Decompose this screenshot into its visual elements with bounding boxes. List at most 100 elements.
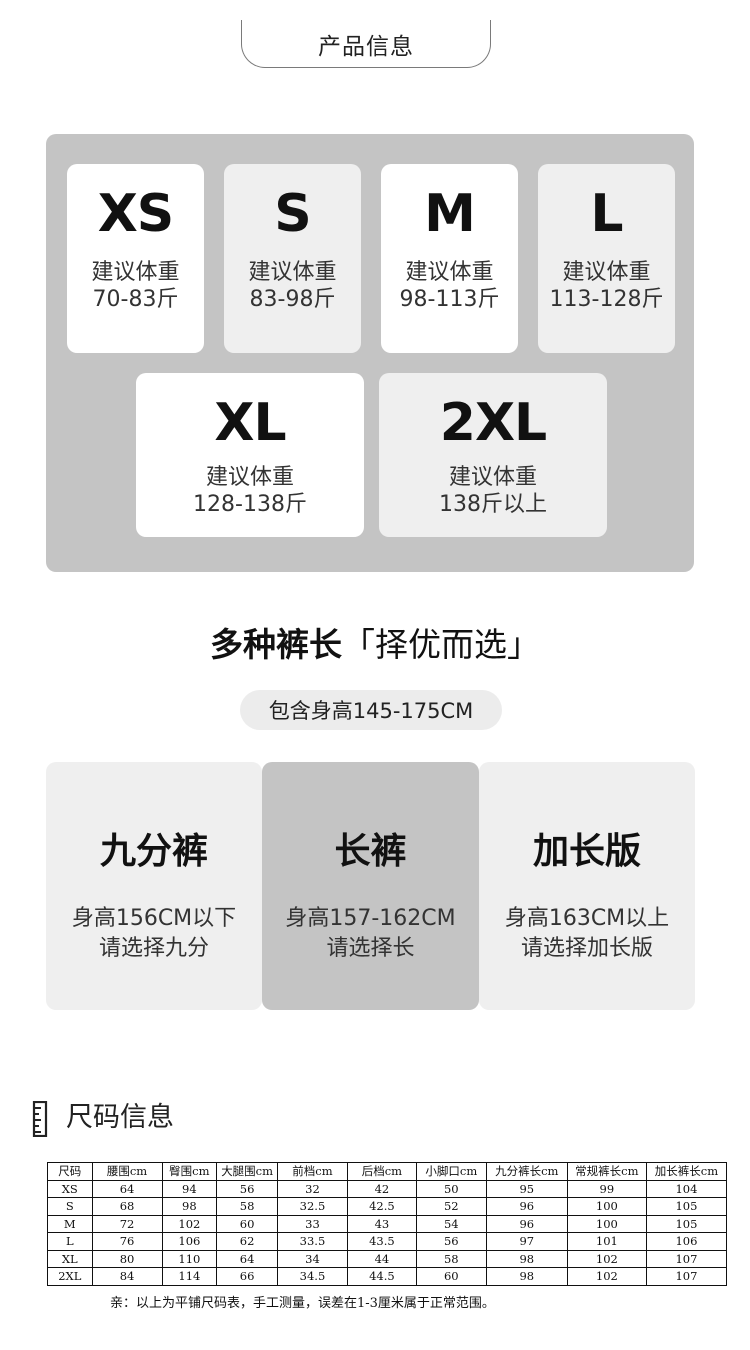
table-cell: 56 — [216, 1179, 279, 1198]
size-code: XS — [97, 184, 175, 244]
table-cell: 105 — [645, 1197, 728, 1216]
table-header-cell: 前档cm — [277, 1162, 348, 1181]
size-card-s: S 建议体重 83-98斤 — [224, 164, 361, 353]
size-recommendation-panel: XS 建议体重 70-83斤 S 建议体重 83-98斤 M 建议体重 98-1… — [46, 134, 694, 572]
table-cell: 100 — [566, 1214, 647, 1233]
table-cell: 60 — [415, 1267, 487, 1286]
table-cell: 43 — [346, 1214, 417, 1233]
size-code: S — [274, 184, 311, 244]
table-row: L 76 106 62 33.5 43.5 56 97 101 106 — [47, 1232, 728, 1251]
table-cell: 96 — [485, 1214, 568, 1233]
section-header-title: 产品信息 — [318, 33, 414, 60]
length-name: 九分裤 — [99, 831, 208, 872]
size-card-2xl: 2XL 建议体重 138斤以上 — [379, 373, 607, 537]
table-cell: 32 — [277, 1179, 348, 1198]
table-cell: 72 — [91, 1214, 163, 1233]
length-height: 身高163CM以上 — [504, 906, 670, 931]
table-cell: 106 — [645, 1232, 728, 1251]
weight-range: 138斤以上 — [439, 492, 547, 518]
weight-label: 建议体重 — [448, 465, 537, 490]
table-cell: 105 — [645, 1214, 728, 1233]
table-cell: 50 — [415, 1179, 487, 1198]
weight-range: 128-138斤 — [193, 492, 307, 518]
table-row: 2XL 84 114 66 34.5 44.5 60 98 102 107 — [47, 1267, 728, 1286]
table-cell: 102 — [566, 1267, 647, 1286]
table-cell: 102 — [566, 1249, 647, 1268]
length-advice: 请选择长 — [326, 935, 415, 961]
size-code: 2XL — [439, 393, 547, 453]
weight-range: 70-83斤 — [92, 287, 179, 313]
table-header-cell: 常规裤长cm — [566, 1162, 647, 1181]
table-cell: 98 — [161, 1197, 218, 1216]
table-cell: 2XL — [47, 1267, 93, 1286]
weight-range: 98-113斤 — [399, 287, 500, 313]
section-header-product-info: 产品信息 — [241, 20, 491, 68]
size-card-xs: XS 建议体重 70-83斤 — [67, 164, 204, 353]
table-cell: 76 — [91, 1232, 163, 1251]
weight-label: 建议体重 — [562, 260, 651, 285]
table-cell: 34.5 — [277, 1267, 348, 1286]
length-title-sub: 「择优而选」 — [342, 625, 540, 664]
table-header-cell: 腰围cm — [91, 1162, 163, 1181]
length-name: 长裤 — [334, 831, 407, 872]
size-code: M — [424, 184, 476, 244]
length-advice: 请选择加长版 — [520, 935, 653, 961]
table-cell: 62 — [216, 1232, 279, 1251]
table-cell: 107 — [645, 1249, 728, 1268]
table-cell: XS — [47, 1179, 93, 1198]
table-cell: 114 — [161, 1267, 218, 1286]
weight-label: 建议体重 — [405, 260, 494, 285]
table-cell: 58 — [216, 1197, 279, 1216]
table-cell: 54 — [415, 1214, 487, 1233]
table-cell: 32.5 — [277, 1197, 348, 1216]
length-card-regular: 长裤 身高157-162CM 请选择长 — [262, 762, 479, 1010]
weight-range: 83-98斤 — [249, 287, 336, 313]
table-cell: 94 — [161, 1179, 218, 1198]
table-cell: 102 — [161, 1214, 218, 1233]
table-cell: 99 — [566, 1179, 647, 1198]
ruler-icon — [32, 1101, 48, 1137]
table-cell: XL — [47, 1249, 93, 1268]
table-cell: 68 — [91, 1197, 163, 1216]
table-cell: 34 — [277, 1249, 348, 1268]
table-cell: 84 — [91, 1267, 163, 1286]
table-cell: 52 — [415, 1197, 487, 1216]
length-section-title: 多种裤长「择优而选」 — [0, 625, 750, 665]
table-cell: 95 — [485, 1179, 568, 1198]
length-card-long: 加长版 身高163CM以上 请选择加长版 — [479, 762, 695, 1010]
weight-range: 113-128斤 — [549, 287, 664, 313]
table-cell: 97 — [485, 1232, 568, 1251]
table-cell: 101 — [566, 1232, 647, 1251]
table-cell: 64 — [91, 1179, 163, 1198]
table-cell: 110 — [161, 1249, 218, 1268]
weight-label: 建议体重 — [91, 260, 180, 285]
table-header-cell: 小脚口cm — [415, 1162, 487, 1181]
table-cell: 44 — [346, 1249, 417, 1268]
table-cell: 42.5 — [346, 1197, 417, 1216]
table-cell: 66 — [216, 1267, 279, 1286]
length-title-main: 多种裤长 — [210, 625, 342, 664]
table-row: S 68 98 58 32.5 42.5 52 96 100 105 — [47, 1197, 728, 1216]
table-cell: 58 — [415, 1249, 487, 1268]
table-cell: 104 — [645, 1179, 728, 1198]
table-cell: 44.5 — [346, 1267, 417, 1286]
table-cell: 98 — [485, 1267, 568, 1286]
table-cell: 33.5 — [277, 1232, 348, 1251]
table-cell: 64 — [216, 1249, 279, 1268]
table-cell: 42 — [346, 1179, 417, 1198]
table-cell: 107 — [645, 1267, 728, 1286]
table-cell: 98 — [485, 1249, 568, 1268]
table-header-cell: 加长裤长cm — [645, 1162, 728, 1181]
table-cell: M — [47, 1214, 93, 1233]
size-card-m: M 建议体重 98-113斤 — [381, 164, 518, 353]
size-card-xl: XL 建议体重 128-138斤 — [136, 373, 364, 537]
table-cell: 100 — [566, 1197, 647, 1216]
table-cell: S — [47, 1197, 93, 1216]
size-card-l: L 建议体重 113-128斤 — [538, 164, 675, 353]
table-cell: 33 — [277, 1214, 348, 1233]
table-header-cell: 尺码 — [47, 1162, 93, 1181]
table-header-cell: 九分裤长cm — [485, 1162, 568, 1181]
table-header-row: 尺码 腰围cm 臀围cm 大腿围cm 前档cm 后档cm 小脚口cm 九分裤长c… — [47, 1162, 728, 1181]
size-code: L — [590, 184, 623, 244]
length-height: 身高157-162CM — [285, 906, 456, 931]
